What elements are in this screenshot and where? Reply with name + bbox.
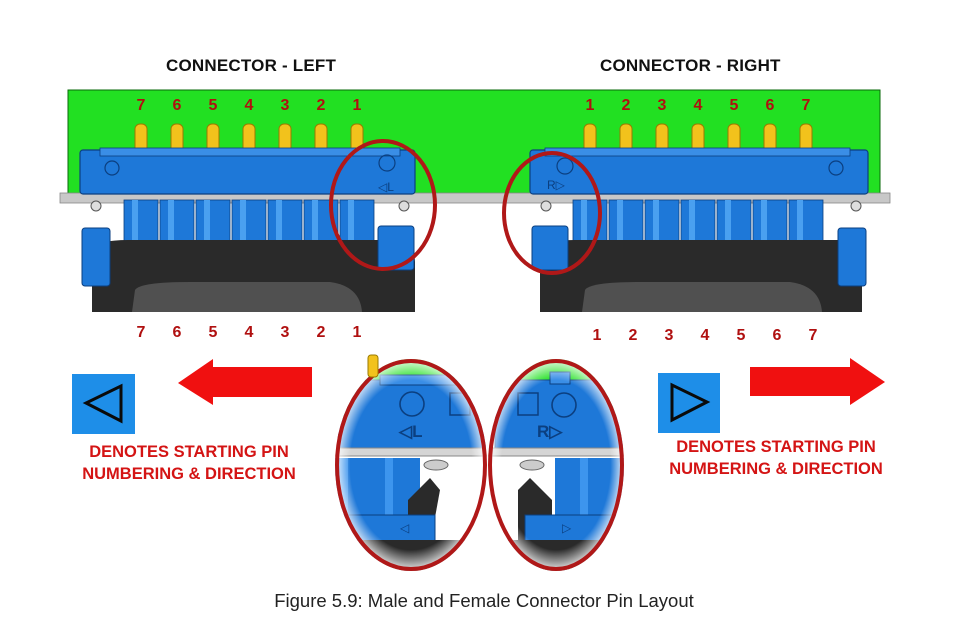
right-bottom-pin-label: 4	[700, 327, 710, 344]
left-top-pin-label: 3	[280, 97, 290, 114]
right-bottom-pin-label: 7	[808, 327, 818, 344]
left-bottom-pin-label: 7	[136, 324, 146, 341]
left-bottom-pin-label: 2	[316, 324, 326, 341]
right-direction-arrow	[750, 358, 885, 405]
right-top-pin-label: 3	[657, 97, 667, 114]
right-top-pin-label: 5	[729, 97, 739, 114]
right-connector: R▷	[529, 123, 869, 312]
right-top-pin-label: 2	[621, 97, 631, 114]
left-denotes-line1: DENOTES STARTING PIN	[89, 443, 289, 461]
figure-caption: Figure 5.9: Male and Female Connector Pi…	[274, 590, 694, 611]
left-bottom-pin-label: 6	[172, 324, 182, 341]
left-denotes-line2: NUMBERING & DIRECTION	[82, 465, 296, 483]
right-bottom-pin-label: 1	[592, 327, 602, 344]
connector-cylinder	[608, 199, 644, 245]
right-top-pin-label: 7	[801, 97, 811, 114]
right-bottom-pin-label: 3	[664, 327, 674, 344]
left-bottom-pin-label: 3	[280, 324, 290, 341]
left-bottom-pin-label: 5	[208, 324, 218, 341]
left-top-pin-label: 2	[316, 97, 326, 114]
left-highlight-circle	[329, 139, 437, 271]
left-bottom-pin-label: 1	[352, 324, 362, 341]
right-denotes-text: DENOTES STARTING PIN NUMBERING & DIRECTI…	[645, 436, 907, 480]
right-direction-icon	[658, 373, 720, 433]
right-top-pin-label: 4	[693, 97, 703, 114]
left-connector-title: CONNECTOR - LEFT	[166, 56, 337, 75]
connector-cylinder	[267, 199, 303, 245]
connector-cylinder	[788, 199, 824, 245]
connector-cylinder	[339, 199, 375, 245]
right-connector-title: CONNECTOR - RIGHT	[600, 56, 781, 75]
right-top-pin-label: 1	[585, 97, 595, 114]
connector-cylinder	[680, 199, 716, 245]
left-top-pin-label: 4	[244, 97, 254, 114]
left-denotes-text: DENOTES STARTING PIN NUMBERING & DIRECTI…	[58, 441, 320, 485]
connector-cylinder	[752, 199, 788, 245]
left-bottom-pin-label: 4	[244, 324, 254, 341]
right-bottom-pin-label: 5	[736, 327, 746, 344]
connector-cylinder	[195, 199, 231, 245]
left-zoom-inset: ◁L ◁	[335, 359, 487, 571]
connector-cylinder	[572, 199, 608, 245]
connector-cylinder	[644, 199, 680, 245]
connector-cylinder	[123, 199, 159, 245]
left-connector: ◁L	[79, 123, 416, 312]
right-top-pin-label: 6	[765, 97, 775, 114]
left-top-pin-label: 6	[172, 97, 182, 114]
left-top-pin-label: 5	[208, 97, 218, 114]
left-top-pin-label: 7	[136, 97, 146, 114]
svg-text:◁L: ◁L	[378, 180, 394, 194]
left-top-pin-label: 1	[352, 97, 362, 114]
right-denotes-line2: NUMBERING & DIRECTION	[669, 460, 883, 478]
right-bottom-pin-label: 6	[772, 327, 782, 344]
right-zoom-inset: R▷ ▷	[488, 359, 624, 571]
right-bottom-pin-label: 2	[628, 327, 638, 344]
mounting-rail	[59, 192, 891, 204]
connector-cylinder	[231, 199, 267, 245]
connector-cylinder	[159, 199, 195, 245]
svg-text:R▷: R▷	[547, 178, 566, 192]
right-highlight-circle	[502, 151, 602, 275]
connector-cylinder	[716, 199, 752, 245]
left-direction-arrow	[178, 359, 312, 405]
left-direction-icon	[72, 374, 135, 434]
right-denotes-line1: DENOTES STARTING PIN	[676, 438, 876, 456]
